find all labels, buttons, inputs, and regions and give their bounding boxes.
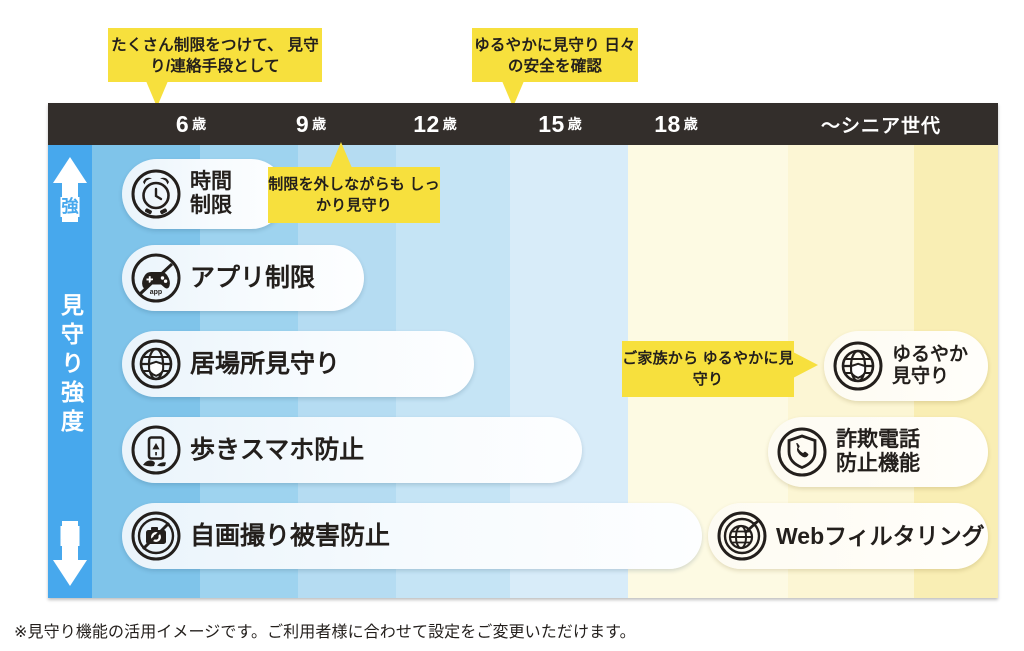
globe-shield-icon	[129, 337, 183, 391]
chart-plot-area: 強 見守り強度 弱	[48, 145, 998, 598]
monitoring-strength-gauge: 強 見守り強度 弱	[48, 145, 92, 598]
feature-label: 居場所見守り	[190, 349, 341, 378]
feature-pill-fraud-call-block[interactable]: 詐欺電話 防止機能	[768, 417, 988, 487]
axis-tick-age-6: 6 歳	[175, 110, 207, 137]
feature-label: 歩きスマホ防止	[190, 435, 365, 464]
feature-pill-app-limit[interactable]: app アプリ制限	[122, 245, 364, 311]
callout-right: ご家族から ゆるやかに見守り	[622, 341, 818, 397]
callout-middle: 制限を外しながらも しっかり見守り	[268, 142, 440, 223]
gauge-axis-label: 見守り強度	[57, 293, 84, 438]
callout-top-left-text: たくさん制限をつけて、 見守り/連絡手段として	[111, 37, 319, 76]
feature-pill-location-watch[interactable]: 居場所見守り	[122, 331, 474, 397]
callout-top-right: ゆるやかに見守り 日々の安全を確認	[472, 28, 638, 107]
feature-label: 自画撮り被害防止	[190, 521, 391, 550]
arrow-up-icon	[53, 157, 87, 183]
callout-right-text: ご家族から ゆるやかに見守り	[622, 350, 794, 388]
game-controller-blocked-icon: app	[129, 251, 183, 305]
callout-tail	[146, 81, 168, 107]
feature-label: Webフィルタリング	[776, 522, 985, 549]
callout-tail	[793, 352, 818, 378]
axis-tick-age-9: 9 歳	[295, 110, 327, 137]
feature-pill-gentle-watch[interactable]: ゆるやか 見守り	[824, 331, 988, 401]
globe-filter-icon	[715, 509, 769, 563]
axis-tick-age-18: 18 歳	[654, 110, 698, 137]
callout-tail	[330, 142, 352, 168]
arrow-down-stem	[62, 521, 78, 561]
svg-text:app: app	[150, 289, 162, 296]
age-axis-bar: 6 歳 9 歳 12 歳 15 歳 18 歳 〜シニア世代	[48, 103, 998, 145]
feature-label: ゆるやか 見守り	[892, 344, 969, 387]
age-strength-chart: 6 歳 9 歳 12 歳 15 歳 18 歳 〜シニア世代	[48, 103, 998, 598]
globe-shield-icon	[831, 339, 885, 393]
alarm-clock-icon	[129, 167, 183, 221]
walking-smartphone-icon	[129, 423, 183, 477]
feature-label: アプリ制限	[190, 263, 316, 292]
arrow-down-icon	[53, 560, 87, 586]
gauge-strong-label: 強	[60, 197, 80, 217]
callout-top-right-text: ゆるやかに見守り 日々の安全を確認	[474, 37, 636, 76]
axis-tick-senior: 〜シニア世代	[820, 115, 941, 137]
feature-pill-selfie-protection[interactable]: 自画撮り被害防止	[122, 503, 702, 569]
callout-middle-text: 制限を外しながらも しっかり見守り	[268, 176, 440, 214]
feature-label: 詐欺電話 防止機能	[836, 427, 920, 475]
feature-label: 時間 制限	[190, 169, 232, 217]
axis-tick-age-15: 15 歳	[538, 110, 582, 137]
callout-tail	[502, 81, 524, 107]
camera-blocked-icon	[129, 509, 183, 563]
feature-pill-time-limit[interactable]: 時間 制限	[122, 159, 286, 229]
footnote: ※見守り機能の活用イメージです。ご利用者様に合わせて設定をご変更いただけます。	[14, 624, 636, 641]
shield-phone-icon	[775, 425, 829, 479]
callout-top-left: たくさん制限をつけて、 見守り/連絡手段として	[108, 28, 322, 107]
feature-pill-walking-phone[interactable]: 歩きスマホ防止	[122, 417, 582, 483]
feature-pill-web-filtering[interactable]: Webフィルタリング	[708, 503, 988, 569]
axis-tick-age-12: 12 歳	[413, 110, 457, 137]
